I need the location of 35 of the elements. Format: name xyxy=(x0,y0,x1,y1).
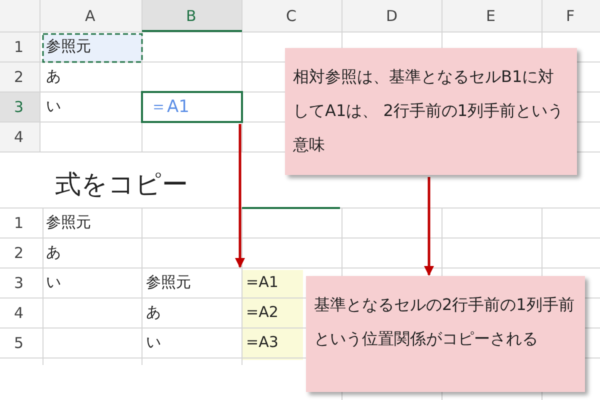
column-header: F xyxy=(566,9,575,24)
column-header: D xyxy=(386,9,398,24)
column-header: E xyxy=(486,9,496,24)
callout-text: 相対参照は、基準となるセルB1に対してA1は、 2行手前の1列手前という意味 xyxy=(293,66,565,156)
callout-box xyxy=(285,48,577,175)
cell-text: =A2 xyxy=(246,305,278,320)
row-number: 3 xyxy=(14,100,24,115)
arrow xyxy=(235,124,245,268)
column-header: A xyxy=(85,9,96,24)
cell-text: い xyxy=(46,275,61,290)
row-number: 4 xyxy=(14,306,24,321)
row-number: 4 xyxy=(14,130,24,145)
row-number: 1 xyxy=(14,216,24,231)
cell-text: あ xyxy=(46,69,61,84)
cell-text: =A3 xyxy=(246,335,278,350)
cell-formula: =A1 xyxy=(246,275,278,290)
arrow xyxy=(424,177,434,276)
column-header: B xyxy=(186,9,196,24)
callout-text: 基準となるセルの2行手前の1列手前という位置関係がコピーされる xyxy=(314,294,576,350)
row-number: 1 xyxy=(14,40,24,55)
cell-text: 参照元 xyxy=(146,275,191,290)
column-header: C xyxy=(286,9,296,24)
cell-text: い xyxy=(146,335,161,350)
callout-box xyxy=(306,276,585,392)
cell-text: 参照元 xyxy=(46,215,91,230)
row-number: 5 xyxy=(14,336,24,351)
row-number: 2 xyxy=(14,70,24,85)
row-number: 3 xyxy=(14,276,24,291)
cell-text: 参照元 xyxy=(46,39,91,54)
row-number: 2 xyxy=(14,246,24,261)
heading: 式をコピー xyxy=(55,172,188,198)
cell-text: あ xyxy=(46,245,61,260)
cell-formula: ＝A1 xyxy=(150,99,190,116)
cell-text: あ xyxy=(146,305,161,320)
cell-text: い xyxy=(46,99,61,114)
